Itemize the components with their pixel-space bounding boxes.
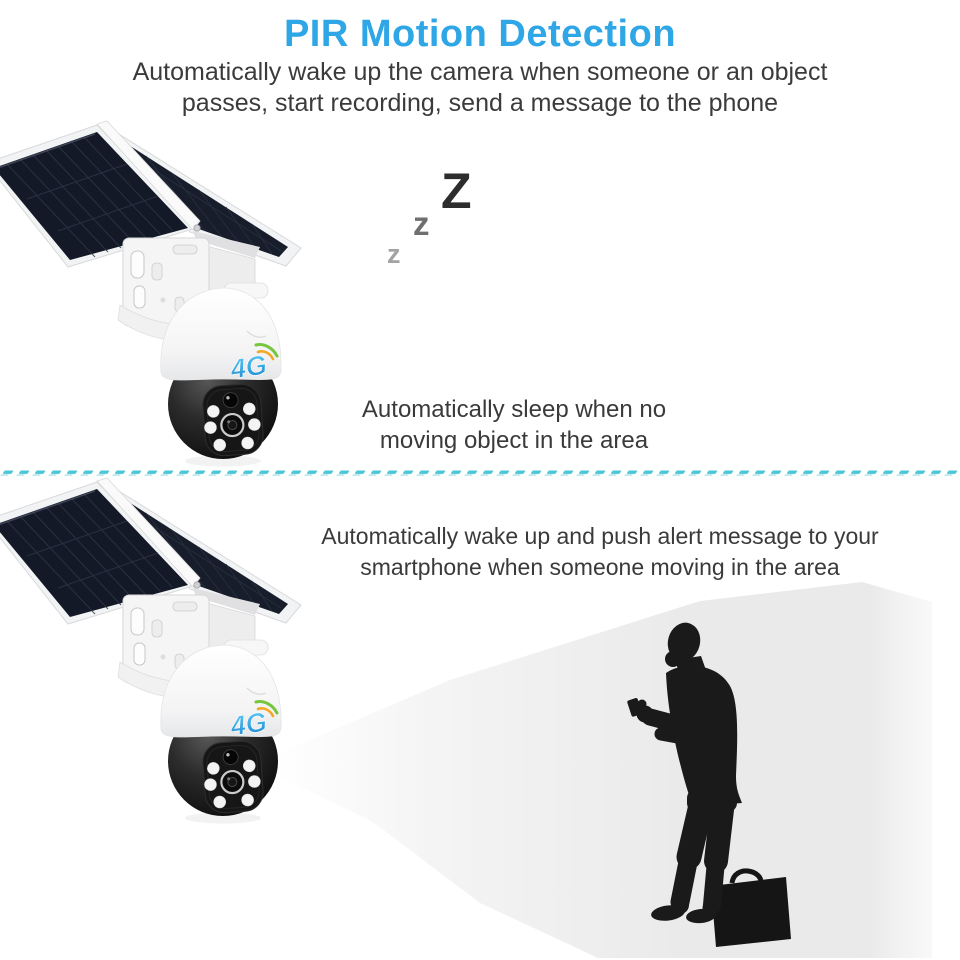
solar-camera-top [0,119,303,468]
subtitle: Automatically wake up the camera when so… [0,57,960,119]
page-title: PIR Motion Detection [283,13,677,55]
subtitle-line-1: Automatically wake up the camera when so… [132,58,828,86]
subtitle-line-2: passes, start recording, send a message … [181,89,779,117]
sleep-caption: Automatically sleep when no moving objec… [362,394,666,456]
sleep-z-large: Z [441,163,472,219]
pir-beam [270,582,932,958]
alert-caption-line-2: smartphone when someone moving in the ar… [360,554,840,580]
sleep-caption-line-2: moving object in the area [379,427,649,454]
dashed-divider [0,467,960,476]
sleep-z-mid: z [413,205,430,242]
person-silhouette [627,622,791,947]
solar-camera-bottom [0,476,303,825]
alert-caption: Automatically wake up and push alert mes… [321,521,878,583]
briefcase-shape [711,868,791,947]
alert-caption-line-1: Automatically wake up and push alert mes… [321,523,879,549]
sleep-caption-line-1: Automatically sleep when no [361,396,667,423]
sleep-z-small: z [387,239,401,269]
